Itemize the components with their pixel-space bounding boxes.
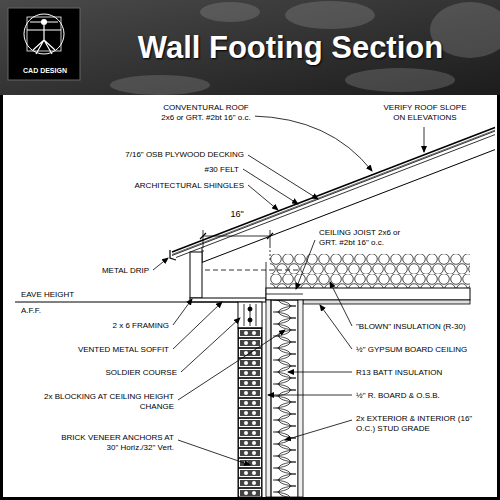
drawing-ground xyxy=(3,95,497,497)
callout-label: METAL DRIP xyxy=(101,266,150,276)
roof xyxy=(170,128,495,263)
callout-label: 7/16" OSB PLYWOOD DECKING xyxy=(124,150,245,160)
callout-label: 2x EXTERIOR & INTERIOR (16" O.C.) STUD G… xyxy=(355,414,482,434)
callout-label: CEILING JOIST 2x6 or GRT. #2bt 16" o.c. xyxy=(318,228,415,248)
level-label: EAVE HEIGHT xyxy=(20,290,75,300)
callout-label: CONVENTURAL ROOF 2x6 or GRT. #2bt 16" o.… xyxy=(158,103,255,123)
callout-label: R13 BATT INSULATION xyxy=(355,368,443,378)
callout-label: 2 x 6 FRAMING xyxy=(112,321,170,331)
dimension-line xyxy=(200,230,273,262)
callout-label: 2x BLOCKING AT CEILING HEIGHT CHANGE xyxy=(38,392,175,412)
wall-section xyxy=(238,300,303,497)
callout-label: "BLOWN" INSULATION (R-30) xyxy=(355,322,467,332)
callout-label: ARCHITECTURAL SHINGLES xyxy=(134,181,246,191)
callout-label: ½" R. BOARD & O.S.B. xyxy=(355,391,441,401)
level-label: A.F.F. xyxy=(20,306,42,316)
logo xyxy=(8,8,80,80)
callout-label: VENTED METAL SOFFIT xyxy=(77,345,170,355)
callout-label: BRICK VENEER ANCHORS AT 30" Horiz./32" V… xyxy=(53,433,175,453)
leader-lines xyxy=(153,116,424,465)
callout-label: ½" GYPSUM BOARD CEILING xyxy=(355,345,468,355)
eave-height-line xyxy=(15,302,238,303)
page-title: Wall Footing Section xyxy=(88,30,493,66)
banner xyxy=(0,0,500,95)
note-label: VERIFY ROOF SLOPE ON ELEVATIONS xyxy=(377,103,474,123)
ceiling-assembly xyxy=(266,254,470,304)
callout-label: #30 FELT xyxy=(203,165,240,175)
callout-label: SOLDIER COURSE xyxy=(104,368,178,378)
dimension-label: 16" xyxy=(221,209,253,219)
logo-text: CAD DESIGN xyxy=(9,67,81,75)
